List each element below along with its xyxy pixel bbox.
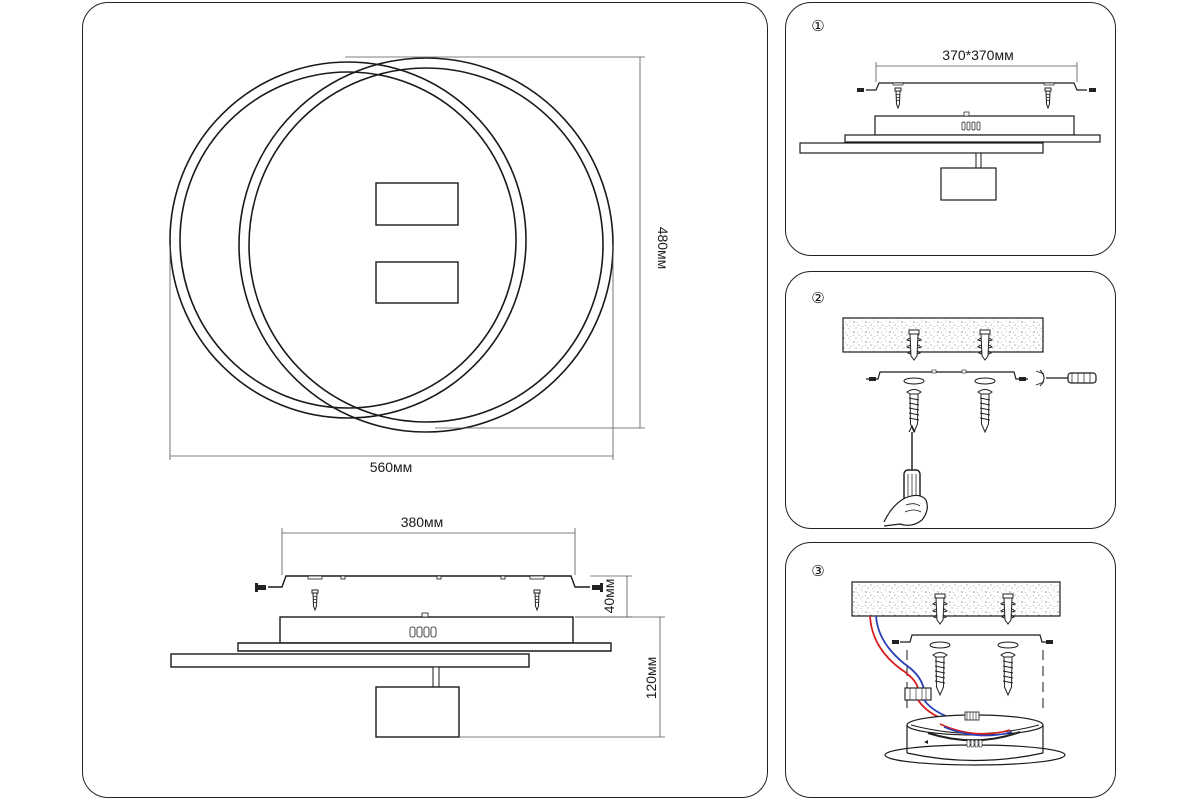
plate-height-dimension-label: 40мм (601, 579, 617, 614)
upper-module (375, 182, 459, 226)
ceiling-block (842, 317, 1044, 353)
width-dimension-label: 560мм (370, 459, 413, 475)
left-ring-outer (169, 61, 527, 419)
total-height-dimension-label: 120мм (643, 657, 659, 700)
step-1-number: ① (811, 17, 824, 35)
right-ring-outer (238, 57, 614, 433)
step-1-drawing (799, 62, 1101, 201)
step-2-drawing (842, 317, 1097, 527)
left-ring-inner (179, 71, 517, 409)
side-width-dimension-label: 380мм (401, 514, 444, 530)
step-3-number: ③ (811, 562, 824, 580)
ceiling-block (851, 581, 1061, 617)
step-1-dimension-label: 370*370мм (942, 47, 1013, 63)
side-view-dimensions (459, 575, 665, 738)
side-view (170, 528, 612, 738)
step-3-drawing (851, 581, 1066, 766)
lower-module (375, 261, 459, 304)
right-ring-inner (248, 67, 604, 423)
top-view (169, 57, 614, 433)
top-view-dimensions (169, 56, 645, 460)
step-2-panel (785, 271, 1116, 529)
height-dimension-label: 480мм (655, 227, 671, 270)
step-2-number: ② (811, 289, 824, 307)
